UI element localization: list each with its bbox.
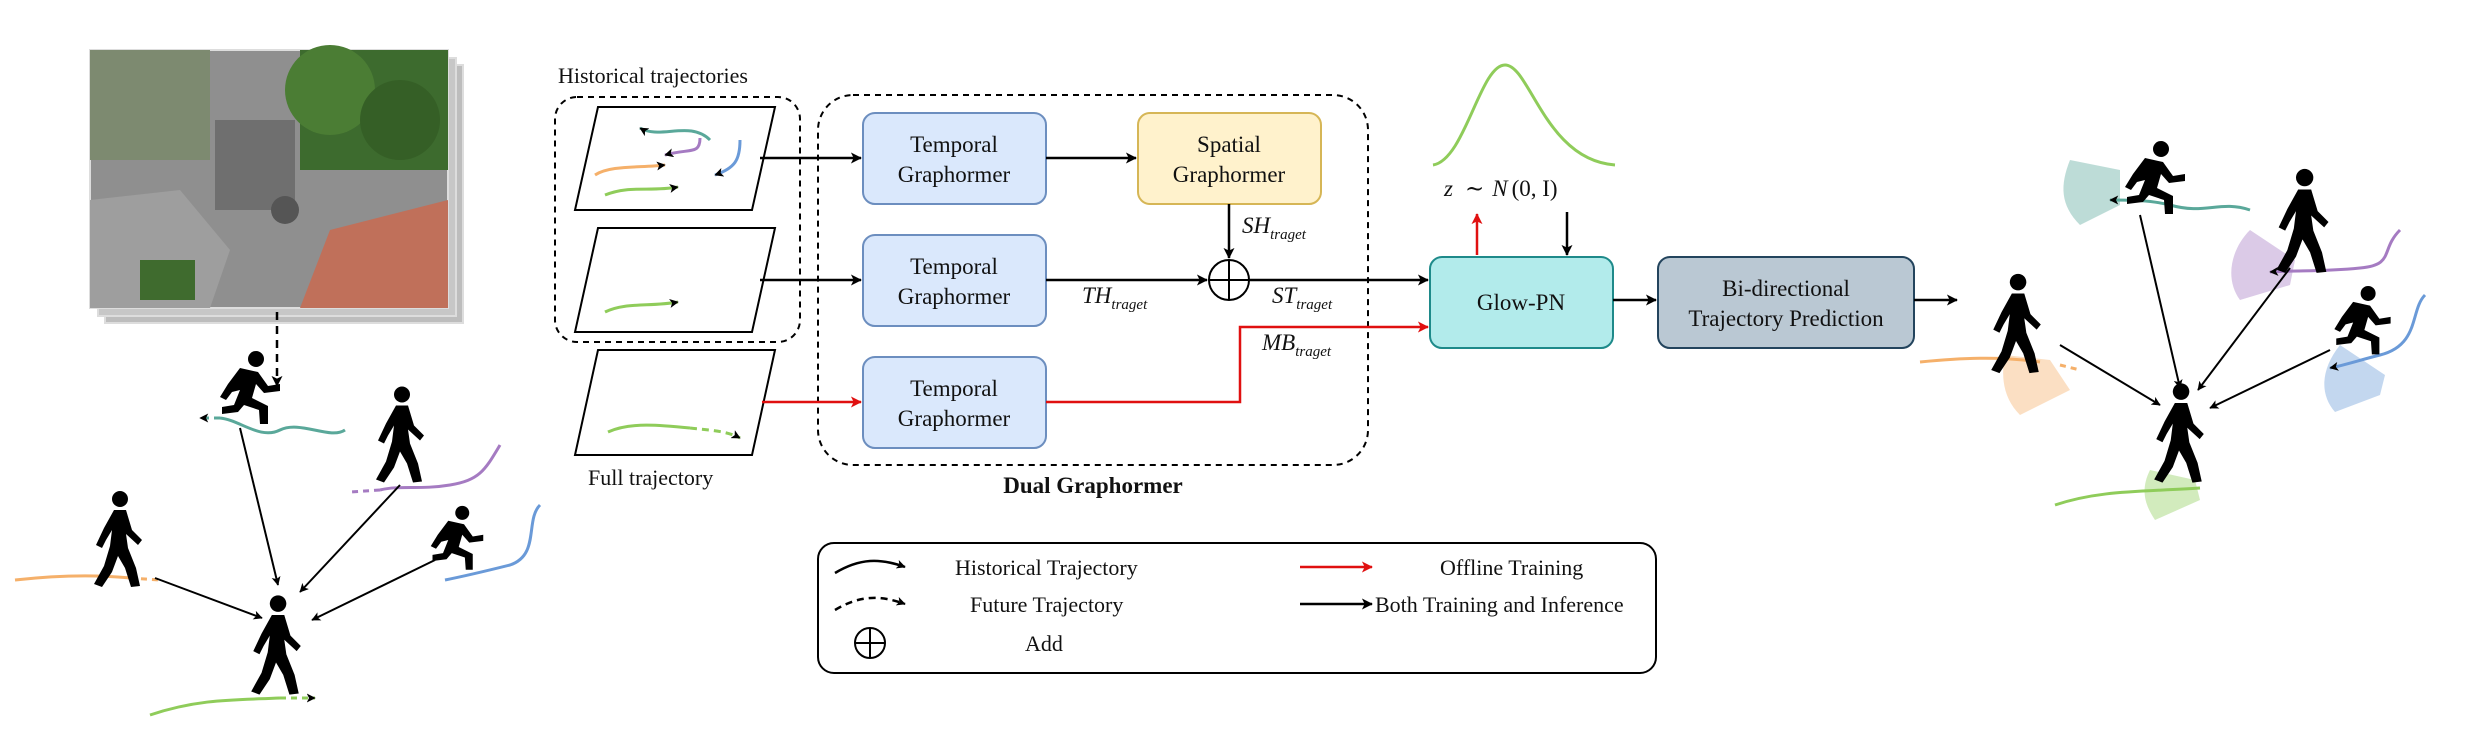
svg-text:Glow-PN: Glow-PN [1477,290,1566,315]
full-trajectory-panel [573,349,777,456]
history-panel-target [573,227,777,333]
svg-text:Temporal: Temporal [910,376,998,401]
temporal-graphormer-2: Temporal Graphormer [862,234,1047,327]
right-scene [1919,141,2427,520]
noise-distribution-label: z∼N(0, I) [1443,176,1558,201]
svg-text:Temporal: Temporal [910,254,998,279]
legend-add-label: Add [1025,631,1063,656]
st-target-label: STtraget [1272,283,1333,313]
runner-icon [430,505,484,570]
spatial-graphormer: Spatial Graphormer [1137,112,1322,205]
full-trajectory-title: Full trajectory [588,465,713,490]
pedestrian-icon [2154,383,2204,483]
historical-group-box [554,96,801,343]
pedestrian-icon [2276,168,2329,273]
history-panel-multi [573,106,777,211]
glow-pn-block: Glow-PN [1429,256,1614,349]
dual-graphormer-title: Dual Graphormer [1003,473,1183,498]
aerial-photo-stack [89,45,464,324]
runner-icon [2334,285,2391,355]
legend-historical-icon [834,559,906,575]
legend-plus-circle-icon [854,627,886,659]
pedestrian-icon [94,491,142,587]
legend-future-label: Future Trajectory [970,592,1123,617]
svg-text:Graphormer: Graphormer [898,162,1011,187]
mb-target-label: MBtraget [1261,330,1332,360]
temporal-graphormer-3: Temporal Graphormer [862,356,1047,449]
svg-text:Graphormer: Graphormer [898,406,1011,431]
pedestrian-icon [376,386,424,483]
svg-text:Spatial: Spatial [1197,132,1261,157]
legend: Historical Trajectory Future Trajectory … [817,542,1657,674]
pedestrian-icon [251,595,301,695]
legend-offline-label: Offline Training [1440,555,1583,580]
svg-text:Graphormer: Graphormer [898,284,1011,309]
plus-circle-icon [1208,259,1250,301]
historical-trajectories-title: Historical trajectories [558,63,748,88]
legend-both-label: Both Training and Inference [1375,592,1624,617]
gaussian-curve-icon [1432,63,1616,167]
sh-target-label: SHtraget [1242,213,1307,243]
legend-historical-label: Historical Trajectory [955,555,1138,580]
svg-text:Bi-directional: Bi-directional [1722,276,1850,301]
legend-future-icon [834,596,906,612]
bidirectional-prediction-block: Bi-directional Trajectory Prediction [1657,256,1915,349]
left-scene [14,351,542,717]
temporal-graphormer-1: Temporal Graphormer [862,112,1047,205]
svg-text:Temporal: Temporal [910,132,998,157]
runner-icon [220,351,280,424]
svg-text:Graphormer: Graphormer [1173,162,1286,187]
mb-to-glow-arrow [1046,321,1429,404]
svg-text:Trajectory Prediction: Trajectory Prediction [1688,306,1884,331]
th-target-label: THtraget [1082,283,1148,313]
